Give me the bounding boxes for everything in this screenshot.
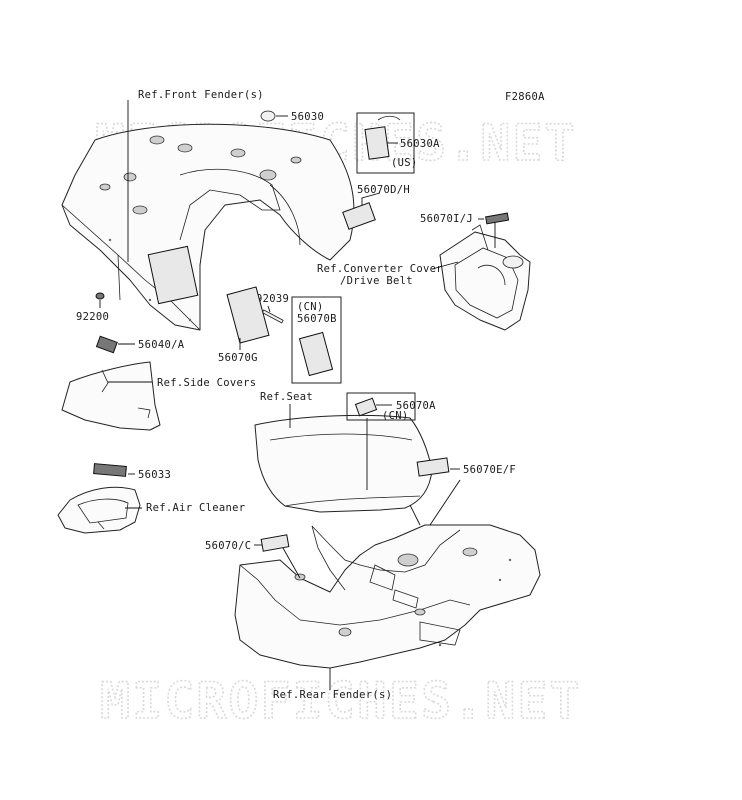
label-seat: Ref.Seat xyxy=(260,391,313,403)
label-56030A: 56030A xyxy=(400,138,440,150)
label-cn-b: (CN) xyxy=(297,301,324,313)
decal-56033 xyxy=(93,463,127,477)
label-converter-cover-2: /Drive Belt xyxy=(340,275,413,287)
label-converter-cover-1: Ref.Converter Cover xyxy=(317,263,443,275)
label-56070G: 56070G xyxy=(218,352,258,364)
decal-56070DH xyxy=(342,202,376,230)
decal-56070B xyxy=(298,331,334,377)
label-cn-a: (CN) xyxy=(382,410,409,422)
seat xyxy=(254,414,433,513)
decal-56070C xyxy=(260,534,290,552)
label-92200: 92200 xyxy=(76,311,109,323)
label-56070IJ: 56070I/J xyxy=(420,213,473,225)
air-cleaner xyxy=(57,486,141,534)
decal-56070EF xyxy=(416,457,450,477)
label-56070B: 56070B xyxy=(297,313,337,325)
part-56030-grommet xyxy=(260,110,276,122)
label-us: (US) xyxy=(391,157,418,169)
watermark-bottom: MICROFICHES.NET xyxy=(100,672,582,730)
decal-56070G xyxy=(226,286,270,344)
converter-cover xyxy=(439,224,531,331)
label-56070EF: 56070E/F xyxy=(463,464,516,476)
box-56030A xyxy=(356,112,415,174)
label-rear-fender: Ref.Rear Fender(s) xyxy=(273,689,392,701)
tag-56030A xyxy=(364,126,390,160)
label-56070A: 56070A xyxy=(396,400,436,412)
box-56070A xyxy=(346,392,416,421)
diagram-code: F2860A xyxy=(505,91,545,103)
label-56033: 56033 xyxy=(138,469,171,481)
part-92200 xyxy=(95,292,105,300)
label-56070DH: 56070D/H xyxy=(357,184,410,196)
box-56070B xyxy=(291,296,342,384)
part-92039-clip xyxy=(261,309,284,324)
label-side-covers: Ref.Side Covers xyxy=(157,377,256,389)
front-fender xyxy=(61,123,355,331)
label-92039: 92039 xyxy=(256,293,289,305)
decal-56070A xyxy=(354,397,378,417)
side-cover xyxy=(61,361,161,431)
label-56070C: 56070/C xyxy=(205,540,251,552)
decal-56070IJ xyxy=(485,212,510,225)
label-air-cleaner: Ref.Air Cleaner xyxy=(146,502,245,514)
label-56030: 56030 xyxy=(291,111,324,123)
label-56040A: 56040/A xyxy=(138,339,185,351)
rear-fender xyxy=(234,524,541,669)
label-front-fender: Ref.Front Fender(s) xyxy=(138,89,264,101)
decal-56040A xyxy=(95,335,118,354)
